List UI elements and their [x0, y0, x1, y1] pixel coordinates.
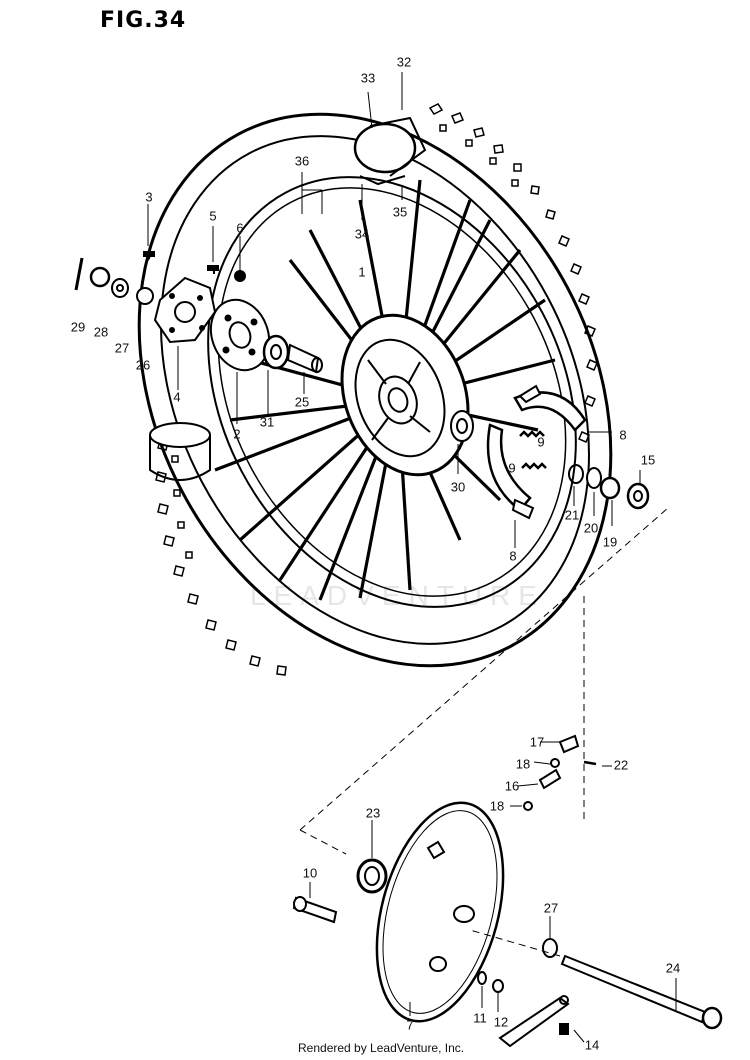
callout-14: 14: [584, 1037, 600, 1053]
valve-10: [292, 896, 338, 924]
callout-33: 33: [360, 70, 376, 86]
axis-lines: [299, 507, 669, 957]
leader-lines: [147, 72, 677, 1043]
callout-35: 35: [392, 204, 408, 220]
callout-21: 21: [564, 507, 580, 523]
rim: [207, 176, 577, 608]
spacer-25: [286, 343, 323, 374]
hub: [340, 313, 470, 477]
seals-right: [568, 464, 650, 510]
callout-17: 17: [529, 734, 545, 750]
shoe-springs: [519, 430, 547, 470]
callout-25: 25: [294, 394, 310, 410]
callout-18a: 18: [515, 756, 531, 772]
callout-27b: 27: [543, 900, 559, 916]
callout-8b: 8: [509, 548, 517, 564]
callout-2: 2: [233, 426, 241, 442]
brake-shoe-lower: [486, 423, 535, 520]
cam-lever-parts: [523, 734, 597, 811]
callout-23: 23: [365, 805, 381, 821]
axle-24: [560, 954, 723, 1030]
footer-credit: Rendered by LeadVenture, Inc.: [298, 1041, 465, 1055]
callout-9a: 9: [537, 434, 545, 450]
brake-panel: [375, 801, 505, 1023]
sprocket-drum: [153, 276, 217, 344]
callout-9b: 9: [508, 460, 516, 476]
torque-arm: [498, 995, 570, 1048]
callout-32: 32: [396, 54, 412, 70]
seal-23: [356, 858, 388, 894]
rim-band: [353, 116, 427, 186]
callout-15: 15: [640, 452, 656, 468]
callout-19: 19: [602, 534, 618, 550]
callout-34: 34: [354, 226, 370, 242]
callout-26: 26: [135, 357, 151, 373]
small-parts-left: [74, 251, 246, 305]
callout-30: 30: [450, 479, 466, 495]
callout-3: 3: [145, 189, 153, 205]
callout-31: 31: [259, 414, 275, 430]
bearing-31: [262, 334, 290, 370]
callout-27a: 27: [114, 340, 130, 356]
callout-4: 4: [173, 389, 181, 405]
callout-7: 7: [406, 1017, 414, 1033]
callout-18b: 18: [489, 798, 505, 814]
callout-10: 10: [302, 865, 318, 881]
callout-12: 12: [493, 1014, 509, 1030]
callout-6: 6: [236, 220, 244, 236]
callout-5: 5: [209, 208, 217, 224]
callout-11: 11: [473, 1010, 487, 1026]
callout-20: 20: [583, 520, 599, 536]
callout-1: 1: [358, 264, 366, 280]
sprocket: [209, 298, 271, 372]
hub-spacer-30: [450, 410, 474, 442]
callout-16: 16: [504, 778, 520, 794]
callout-29: 29: [70, 319, 86, 335]
callout-36: 36: [294, 153, 310, 169]
callout-22: 22: [613, 757, 629, 773]
callout-8a: 8: [619, 427, 627, 443]
figure-title: FIG.34: [100, 8, 187, 33]
brake-shoe-upper: [513, 384, 587, 432]
tube-end: [149, 422, 211, 481]
callout-24: 24: [665, 960, 681, 976]
callout-28: 28: [93, 324, 109, 340]
tire: [137, 103, 613, 676]
